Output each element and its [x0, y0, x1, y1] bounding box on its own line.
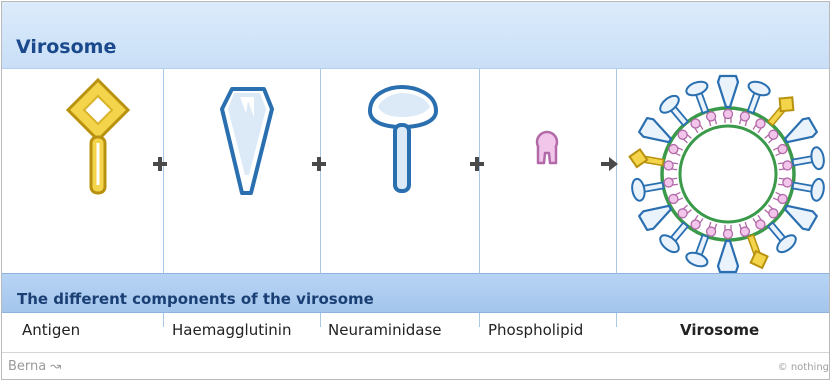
plus-icon [467, 152, 487, 176]
page-title: Virosome [16, 36, 116, 58]
brand-logo: Berna ↝ [8, 359, 61, 374]
antigen-icon [42, 69, 152, 273]
components-heading-bar: The different components of the virosome [2, 273, 829, 313]
neuraminidase-icon [352, 69, 452, 273]
credit-text: © nothing [778, 362, 829, 373]
plus-icon [309, 152, 329, 176]
label-phospholipid: Phospholipid [488, 321, 583, 339]
components-heading: The different components of the virosome [17, 290, 374, 308]
header-bar: Virosome [2, 2, 829, 69]
label-antigen: Antigen [22, 321, 80, 339]
label-neuraminidase: Neuraminidase [328, 321, 442, 339]
virosome-icon [620, 69, 829, 273]
haemagglutinin-icon [202, 69, 292, 273]
phospholipid-icon [517, 69, 577, 273]
footer: Berna ↝ © nothing [2, 352, 829, 380]
arrow-right-icon [599, 152, 621, 176]
plus-icon [150, 152, 170, 176]
label-virosome: Virosome [680, 321, 759, 339]
label-haemagglutinin: Haemagglutinin [172, 321, 291, 339]
